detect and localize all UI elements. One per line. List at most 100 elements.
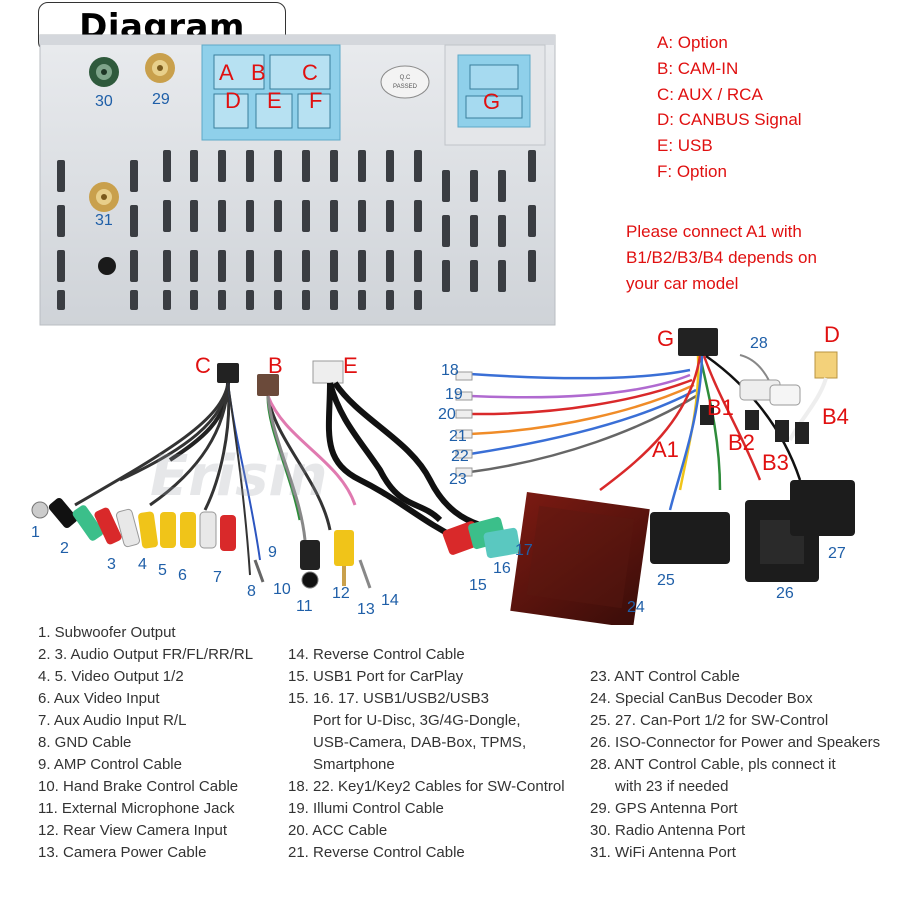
desc-col2-7: 19. Illumi Control Cable <box>288 800 444 817</box>
cable-label-b4: B4 <box>822 404 849 429</box>
desc-col1-1: 2. 3. Audio Output FR/FL/RR/RL <box>38 646 254 663</box>
cable-num-16: 16 <box>493 560 511 577</box>
desc-col1-3: 6. Aux Video Input <box>38 690 160 707</box>
cable-num-19: 19 <box>445 386 463 403</box>
cable-num-6: 6 <box>178 567 187 584</box>
cable-num-18: 18 <box>441 362 459 379</box>
desc-col1-10: 13. Camera Power Cable <box>38 844 207 861</box>
cable-num-15: 15 <box>469 577 487 594</box>
desc-col2-9: 21. Reverse Control Cable <box>288 844 465 861</box>
svg-text:PASSED: PASSED <box>393 84 418 90</box>
cable-num-26: 26 <box>776 585 794 602</box>
desc-col2-6: 18. 22. Key1/Key2 Cables for SW-Control <box>288 778 565 795</box>
cable-label-c: C <box>195 353 211 378</box>
desc-col3-7: 30. Radio Antenna Port <box>590 822 746 839</box>
desc-col2-1: 15. USB1 Port for CarPlay <box>288 668 464 685</box>
desc-col3-3: 26. ISO-Connector for Power and Speakers <box>590 734 881 751</box>
label-30: 30 <box>95 93 113 110</box>
cable-num-1: 1 <box>31 524 40 541</box>
desc-col3-6: 29. GPS Antenna Port <box>590 800 738 817</box>
desc-col3-0: 23. ANT Control Cable <box>590 668 740 685</box>
wifi-antenna-port <box>89 182 119 212</box>
desc-col2-2: 15. 16. 17. USB1/USB2/USB3 <box>288 690 489 707</box>
radio-antenna-port <box>89 57 119 87</box>
cable-num-24: 24 <box>627 599 645 616</box>
svg-text:Q.C: Q.C <box>400 75 411 81</box>
desc-col2-5: Smartphone <box>313 756 395 773</box>
desc-col1-8: 11. External Microphone Jack <box>38 800 235 817</box>
desc-col2-4: USB-Camera, DAB-Box, TPMS, <box>313 734 527 751</box>
label-d: D <box>225 88 241 113</box>
connector-g <box>457 54 531 128</box>
hole-icon <box>98 257 116 275</box>
cable-label-g: G <box>657 326 674 351</box>
desc-col2-0: 14. Reverse Control Cable <box>288 646 465 663</box>
desc-col3-1: 24. Special CanBus Decoder Box <box>590 690 813 707</box>
label-29: 29 <box>152 91 170 108</box>
qc-passed-sticker: Q.C PASSED <box>380 65 430 99</box>
cable-label-b: B <box>268 353 283 378</box>
note-line-3: your car model <box>626 274 739 293</box>
cable-num-12: 12 <box>332 585 350 602</box>
cable-label-d: D <box>824 322 840 347</box>
canbus-harness <box>455 328 855 582</box>
cable-label-e: E <box>343 353 358 378</box>
rca-harness <box>31 363 265 583</box>
legend-item-a: A: Option <box>657 33 728 52</box>
cable-num-4: 4 <box>138 556 147 573</box>
cable-num-13: 13 <box>357 601 375 618</box>
legend-item-b: B: CAM-IN <box>657 59 739 78</box>
label-a: A <box>219 60 234 85</box>
cable-num-17: 17 <box>515 542 533 559</box>
label-b: B <box>251 60 266 85</box>
desc-col3-2: 25. 27. Can-Port 1/2 for SW-Control <box>590 712 829 729</box>
label-31: 31 <box>95 212 113 229</box>
cable-num-25: 25 <box>657 572 675 589</box>
cable-num-8: 8 <box>247 583 256 600</box>
cable-num-10: 10 <box>273 581 291 598</box>
legend-item-e: E: USB <box>657 136 713 155</box>
cable-num-22: 22 <box>451 448 469 465</box>
cable-num-27: 27 <box>828 545 846 562</box>
cable-label-a1: A1 <box>652 437 679 462</box>
desc-col2-3: Port for U-Disc, 3G/4G-Dongle, <box>313 712 521 729</box>
cable-num-21: 21 <box>449 428 467 445</box>
cable-label-b1: B1 <box>707 395 734 420</box>
desc-col1-0: 1. Subwoofer Output <box>38 624 176 641</box>
desc-col3-5: with 23 if needed <box>615 778 729 795</box>
label-c: C <box>302 60 318 85</box>
watermark: Erisin <box>150 444 327 509</box>
desc-col1-6: 9. AMP Control Cable <box>38 756 182 773</box>
wiring-diagram: Q.C PASSED A B C D E F G 30 29 31 <box>31 34 855 625</box>
cable-num-28: 28 <box>750 335 768 352</box>
camera-harness <box>257 374 372 589</box>
legend-item-c: C: AUX / RCA <box>657 85 763 104</box>
cable-num-9: 9 <box>268 544 277 561</box>
gps-antenna-port <box>145 53 175 83</box>
desc-col1-4: 7. Aux Audio Input R/L <box>38 712 187 729</box>
desc-col1-5: 8. GND Cable <box>38 734 132 751</box>
cable-num-3: 3 <box>107 556 116 573</box>
desc-col3-4: 28. ANT Control Cable, pls connect it <box>590 756 836 773</box>
desc-col1-2: 4. 5. Video Output 1/2 <box>38 668 184 685</box>
cable-num-7: 7 <box>213 569 222 586</box>
cable-label-b2: B2 <box>728 430 755 455</box>
cable-num-11: 11 <box>296 598 313 615</box>
canbus-decoder-box <box>510 491 650 625</box>
cable-label-b3: B3 <box>762 450 789 475</box>
desc-col2-8: 20. ACC Cable <box>288 822 388 839</box>
cable-num-5: 5 <box>158 562 167 579</box>
cable-num-14: 14 <box>381 592 399 609</box>
legend-item-d: D: CANBUS Signal <box>657 110 802 129</box>
legend-item-f: F: Option <box>657 162 727 181</box>
cable-num-23: 23 <box>449 471 467 488</box>
cable-num-20: 20 <box>438 406 456 423</box>
usb-harness <box>312 360 521 559</box>
desc-col1-7: 10. Hand Brake Control Cable <box>38 778 239 795</box>
desc-col1-9: 12. Rear View Camera Input <box>38 822 227 839</box>
note-line-1: Please connect A1 with <box>626 222 802 241</box>
connector-block-a-f <box>201 44 341 141</box>
label-f: F <box>309 88 322 113</box>
desc-col3-8: 31. WiFi Antenna Port <box>590 844 736 861</box>
note-line-2: B1/B2/B3/B4 depends on <box>626 248 817 267</box>
